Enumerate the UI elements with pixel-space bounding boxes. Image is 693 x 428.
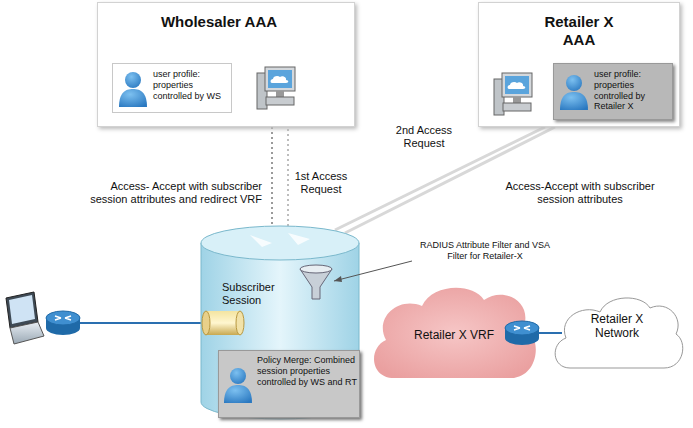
server-computer-icon bbox=[256, 65, 296, 115]
vrf-cloud: Retailer X VRF bbox=[368, 278, 540, 390]
box-text: Policy Merge: Combined session propertie… bbox=[257, 355, 357, 387]
access-wire bbox=[80, 322, 207, 324]
person-icon bbox=[116, 69, 150, 109]
message-label: 1st Access Request bbox=[294, 170, 348, 196]
aaa-server-box: Wholesaler AAA user profile: properties c… bbox=[97, 2, 355, 127]
person-icon bbox=[221, 365, 255, 405]
aaa-message-line bbox=[287, 127, 289, 226]
aaa-message-line bbox=[271, 127, 273, 226]
box-text: Retailer X VRF bbox=[398, 328, 510, 342]
network-cloud: Retailer X Network bbox=[548, 288, 683, 374]
box-text: user profile: properties controlled by R… bbox=[594, 69, 670, 112]
user-profile-box: user profile: properties controlled by W… bbox=[112, 63, 232, 113]
policy-merge-box: Policy Merge: Combined session propertie… bbox=[218, 350, 360, 418]
box-text: Subscriber Session bbox=[222, 281, 294, 307]
person-icon bbox=[557, 72, 591, 112]
router-icon bbox=[505, 321, 539, 345]
client-laptop bbox=[6, 292, 44, 344]
box-text: Retailer X Network bbox=[576, 312, 658, 341]
bng-cylinder: Subscriber SessionPolicy Merge: Combined… bbox=[200, 225, 360, 420]
server-computer-icon bbox=[493, 71, 533, 121]
message-label: 2nd Access Request bbox=[393, 124, 455, 150]
box-title: Wholesaler AAA bbox=[159, 13, 279, 31]
message-label: Access- Accept with subscriber session a… bbox=[78, 180, 262, 206]
user-profile-box: user profile: properties controlled by R… bbox=[553, 63, 673, 120]
network-wire bbox=[536, 332, 562, 334]
box-text: user profile: properties controlled by W… bbox=[153, 69, 229, 101]
aaa-server-box: Retailer X AAA user profile: properties c… bbox=[478, 2, 680, 127]
message-label: Access-Accept with subscriber session at… bbox=[500, 180, 660, 206]
client-router bbox=[46, 311, 80, 335]
callout-label: RADIUS Attribute Filter and VSA Filter f… bbox=[415, 240, 555, 262]
box-title: Retailer X AAA bbox=[529, 13, 629, 49]
